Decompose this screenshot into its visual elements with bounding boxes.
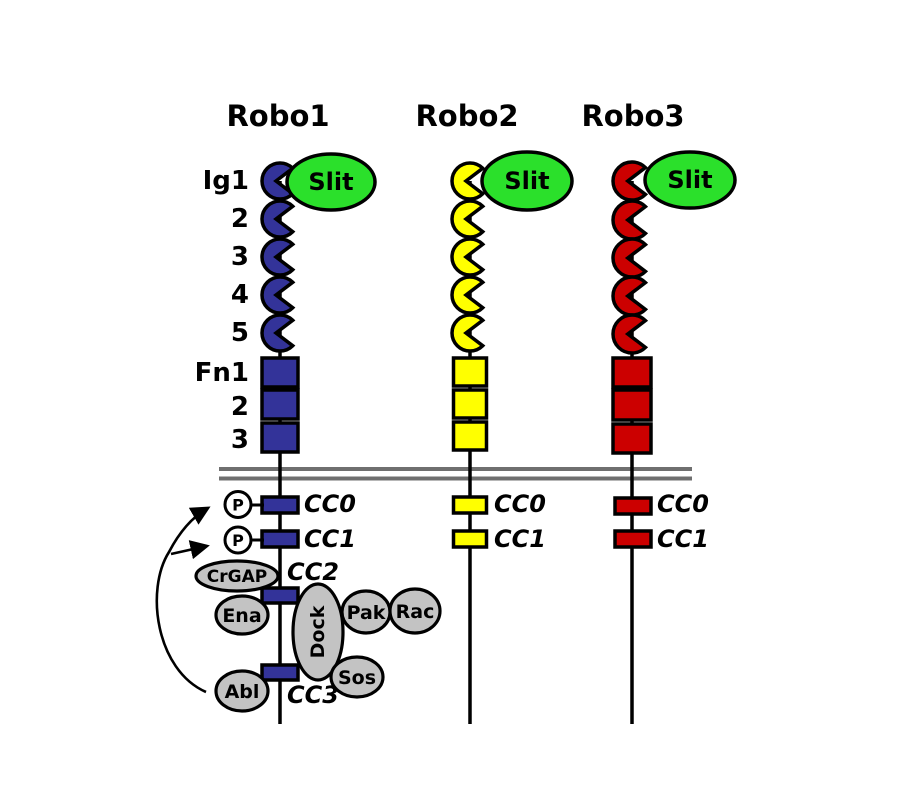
phospho-circle-cc1 (223, 525, 253, 555)
sos-ellipse (329, 655, 385, 699)
crgap-ellipse (194, 559, 280, 593)
phosphorylation-sites (223, 490, 264, 555)
robo1-fn2-domain (260, 388, 300, 421)
ig2-label: 2 (231, 204, 249, 234)
robo2-ig2-domain (450, 199, 485, 239)
robo1-fn1-domain (260, 356, 300, 389)
fn1-label: Fn1 (195, 358, 249, 388)
robo1-cc0-motif (260, 495, 300, 515)
robo1-cc1-label: CC1 (304, 525, 356, 553)
ig4-label: 4 (231, 280, 249, 310)
ig1-label: Ig1 (203, 166, 249, 196)
slit-ligands (285, 150, 737, 212)
fn3-label: 3 (231, 425, 249, 455)
robo2-cc1-label: CC1 (494, 525, 546, 553)
robo3-fn2-domain (611, 388, 653, 422)
abl-to-cc0-arrow (155, 506, 211, 694)
robo1-fn3-domain (260, 421, 300, 454)
robo1-title: Robo1 (226, 99, 329, 133)
robo1-ig3-domain (260, 237, 295, 277)
slit-label-robo1: Slit (308, 168, 353, 196)
robo3-cc0-label: CC0 (657, 490, 709, 518)
robo2-fn1-domain (451, 356, 489, 388)
slit-label-robo3: Slit (667, 166, 712, 194)
phospho-circle-cc0 (223, 490, 253, 519)
robo2-ig3-domain (450, 237, 485, 277)
abl-to-cc1-arrow (170, 540, 210, 560)
robo3-title: Robo3 (581, 99, 684, 133)
slit-ligand-robo2 (480, 150, 574, 212)
robo3-ig4-domain (611, 275, 648, 317)
ena-label: Ena (222, 605, 261, 627)
robo3-ig2-domain (611, 199, 648, 241)
phospho-label-cc1: P (232, 531, 244, 550)
robo3-cc1-motif (613, 529, 653, 549)
robo1-ig4-domain (260, 275, 295, 315)
robo1-cc2-label: CC2 (287, 558, 339, 586)
abl-phosphorylation-arrows (155, 506, 211, 694)
ig3-label: 3 (231, 242, 249, 272)
robo3-cc0-motif (613, 496, 653, 516)
cell-membrane (219, 467, 692, 481)
robo3-ig3-domain (611, 237, 648, 279)
fn2-label: 2 (231, 392, 249, 422)
robo2-receptor (450, 161, 489, 724)
effector-proteins (194, 559, 442, 713)
sos-label: Sos (338, 667, 376, 689)
slit-ligand-robo3 (643, 150, 737, 210)
dock-ellipse (291, 582, 345, 682)
robo2-title: Robo2 (415, 99, 518, 133)
robo1-cc3-label: CC3 (287, 681, 339, 709)
robo2-fn2-domain (451, 388, 489, 420)
robo1-ig2-domain (260, 199, 295, 239)
robo2-ig1-domain (450, 161, 485, 201)
robo1-cc1-motif (260, 529, 300, 549)
robo1-cc2-motif (260, 586, 300, 605)
rac-label: Rac (396, 601, 435, 623)
abl-ellipse (214, 669, 270, 713)
robo2-cc1-motif (451, 529, 489, 549)
robo2-cc0-label: CC0 (494, 490, 546, 518)
robo3-ig1-domain (611, 160, 648, 202)
robo2-fn3-domain (451, 420, 489, 452)
domain-labels: Ig1 2 3 4 5 Fn1 2 3 (195, 166, 249, 455)
robo2-ig5-domain (450, 313, 485, 353)
robo3-fn3-domain (611, 422, 653, 455)
robo1-cc3-motif (260, 663, 300, 682)
ena-ellipse (214, 594, 270, 636)
robo3-fn1-domain (611, 356, 653, 389)
cc-labels: CC0 CC1 CC2 CC3 CC0 CC1 CC0 CC1 (287, 490, 709, 709)
crgap-label: CrGAP (207, 567, 267, 587)
rac-ellipse (388, 587, 442, 635)
robo1-receptor (260, 161, 300, 724)
robo3-cc1-label: CC1 (657, 525, 709, 553)
robo1-ig5-domain (260, 313, 295, 353)
slit-ligand-robo1 (285, 152, 377, 212)
pak-label: Pak (347, 602, 386, 624)
abl-label: Abl (225, 681, 260, 703)
slit-label-robo2: Slit (504, 167, 549, 195)
robo2-ig4-domain (450, 275, 485, 315)
robo3-ig5-domain (611, 313, 648, 355)
robo2-cc0-motif (451, 495, 489, 515)
ig5-label: 5 (231, 318, 249, 348)
robo3-receptor (611, 160, 653, 724)
robo1-cc0-label: CC0 (304, 490, 356, 518)
phospho-label-cc0: P (232, 496, 244, 515)
dock-label: Dock (307, 605, 329, 658)
